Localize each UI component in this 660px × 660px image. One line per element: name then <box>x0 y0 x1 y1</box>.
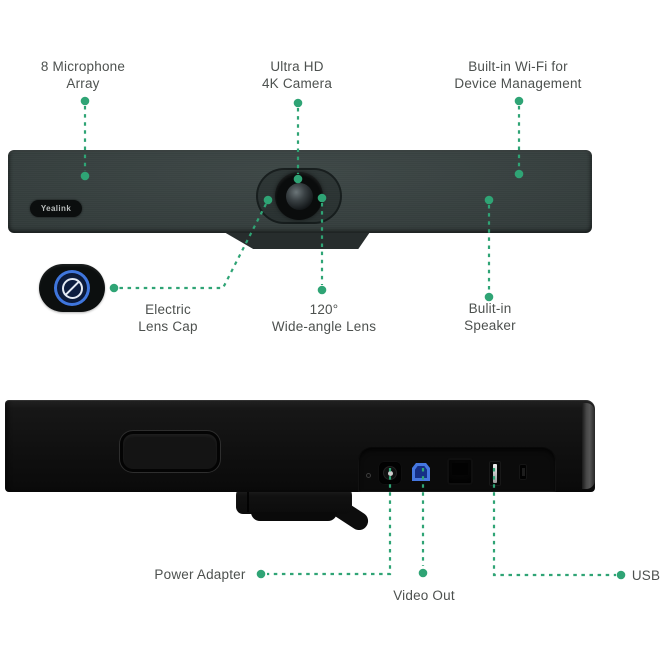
rear-recess-plate <box>120 431 220 472</box>
rear-end-cap <box>582 403 595 489</box>
camera-lens-glass <box>285 182 313 210</box>
callout-label-4k-camera: Ultra HD 4K Camera <box>261 59 333 91</box>
dc-power-port-icon <box>379 462 401 484</box>
brand-logo: Yealink <box>30 200 82 217</box>
callout-label-electric-lens-cap: Electric Lens Cap <box>138 302 198 334</box>
callout-label-usb: USB <box>631 568 660 583</box>
blocked-circle-slash-icon <box>61 277 83 299</box>
callout-label-video-out: Video Out <box>393 588 455 603</box>
rear-view-device <box>5 400 595 492</box>
callout-label-microphone-array: 8 Microphone Array <box>40 59 126 91</box>
dc-barrel <box>383 466 397 480</box>
camera-housing <box>256 168 342 224</box>
callout-label-power-adapter: Power Adapter <box>154 567 246 582</box>
usb-a-port-icon <box>489 461 501 486</box>
reset-pinhole-icon <box>366 473 371 478</box>
front-view-device: Yealink <box>8 150 592 233</box>
kensington-lock-icon <box>519 464 527 480</box>
port-panel <box>358 447 556 492</box>
brand-logo-text: Yealink <box>40 204 72 213</box>
usb-b-inner <box>415 466 427 478</box>
lens-cap-blue-ring <box>54 270 90 306</box>
camera-lens-icon <box>275 172 323 220</box>
callout-label-wifi: Built-in Wi-Fi for Device Management <box>454 59 582 91</box>
callout-label-wide-angle-lens: 120° Wide-angle Lens <box>271 302 377 334</box>
front-mount-bracket <box>224 232 370 249</box>
electric-lens-cap-icon <box>39 264 105 312</box>
callout-label-built-in-speaker: Bulit-in Speaker <box>464 301 516 333</box>
usb-b-port-icon <box>412 463 430 481</box>
ethernet-port-icon <box>447 458 473 485</box>
